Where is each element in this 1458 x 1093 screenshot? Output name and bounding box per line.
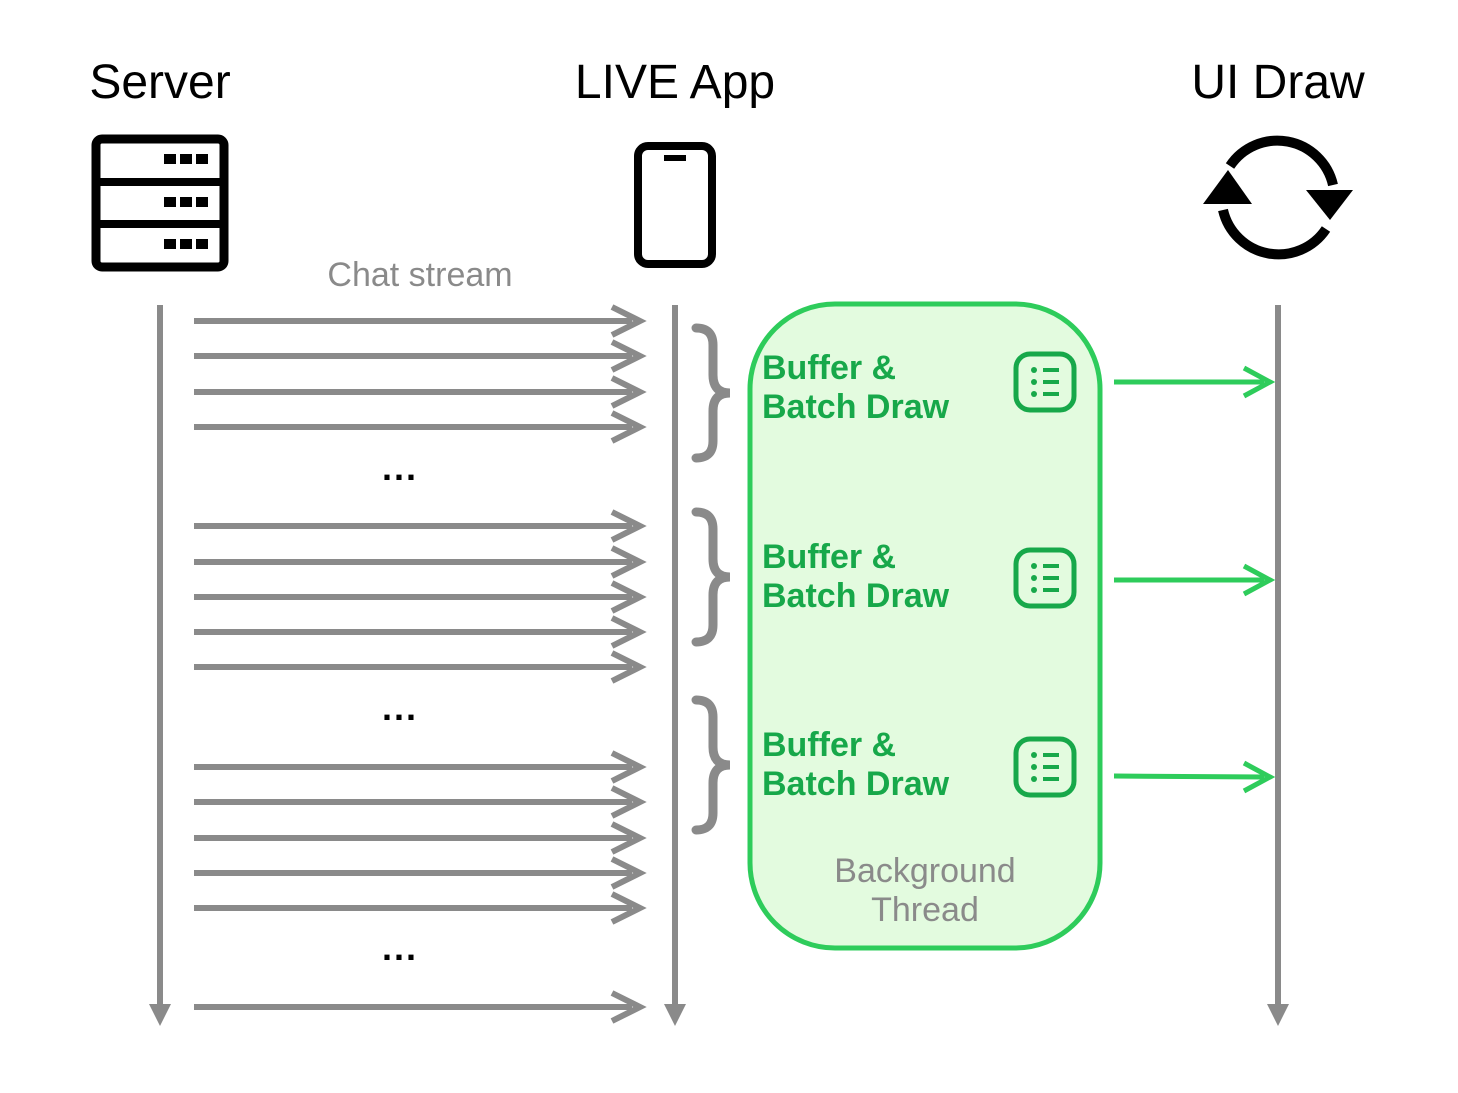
server-rack-icon (91, 134, 229, 272)
message-arrow (194, 856, 647, 890)
batch-block-1: Buffer & Batch Draw (762, 349, 1077, 426)
message-arrow (194, 545, 647, 579)
background-thread-panel (747, 301, 1103, 951)
message-arrow (194, 821, 647, 855)
message-arrow (194, 339, 647, 373)
message-arrow (194, 990, 647, 1024)
server-lifeline (149, 305, 171, 1026)
server-title: Server (89, 56, 230, 109)
background-thread-label-line1: Background (834, 852, 1015, 890)
ellipsis-2: ... (382, 687, 418, 728)
batch-label-line2: Batch Draw (762, 388, 950, 426)
message-group-3 (194, 750, 647, 925)
brace-group-1 (691, 323, 731, 463)
draw-arrow-3 (1113, 760, 1276, 794)
ellipsis-3: ... (382, 927, 418, 968)
list-icon (1013, 547, 1077, 609)
ellipsis-1: ... (382, 447, 418, 488)
message-arrow (194, 304, 647, 338)
smartphone-icon (634, 142, 716, 268)
batch-block-3: Buffer & Batch Draw (762, 726, 1077, 803)
message-arrow (194, 580, 647, 614)
message-group-1 (194, 304, 647, 444)
app-title: LIVE App (575, 56, 775, 109)
message-arrow (194, 615, 647, 649)
message-arrow (194, 785, 647, 819)
brace-group-3 (691, 695, 731, 835)
message-arrow (194, 891, 647, 925)
message-arrow (194, 509, 647, 543)
message-arrow (194, 375, 647, 409)
batch-label-line2: Batch Draw (762, 765, 950, 803)
batch-label-line1: Buffer & (762, 349, 896, 387)
brace-group-2 (691, 507, 731, 647)
message-group-4 (194, 990, 647, 1024)
message-arrow (194, 750, 647, 784)
ui-draw-lifeline (1267, 305, 1289, 1026)
list-icon (1013, 351, 1077, 413)
message-arrow (194, 650, 647, 684)
batch-label-line1: Buffer & (762, 726, 896, 764)
batch-label-line2: Batch Draw (762, 577, 950, 615)
batch-label-line1: Buffer & (762, 538, 896, 576)
draw-arrow-2 (1114, 563, 1276, 597)
list-icon (1013, 736, 1077, 798)
chat-stream-label: Chat stream (327, 256, 512, 294)
app-lifeline (664, 305, 686, 1026)
batch-block-2: Buffer & Batch Draw (762, 538, 1077, 615)
background-thread-label-line2: Thread (871, 891, 979, 929)
ui-draw-title: UI Draw (1191, 56, 1365, 109)
draw-arrow-1 (1114, 365, 1276, 399)
message-group-2 (194, 509, 647, 684)
message-arrow (194, 410, 647, 444)
refresh-cycle-icon (1203, 135, 1353, 260)
